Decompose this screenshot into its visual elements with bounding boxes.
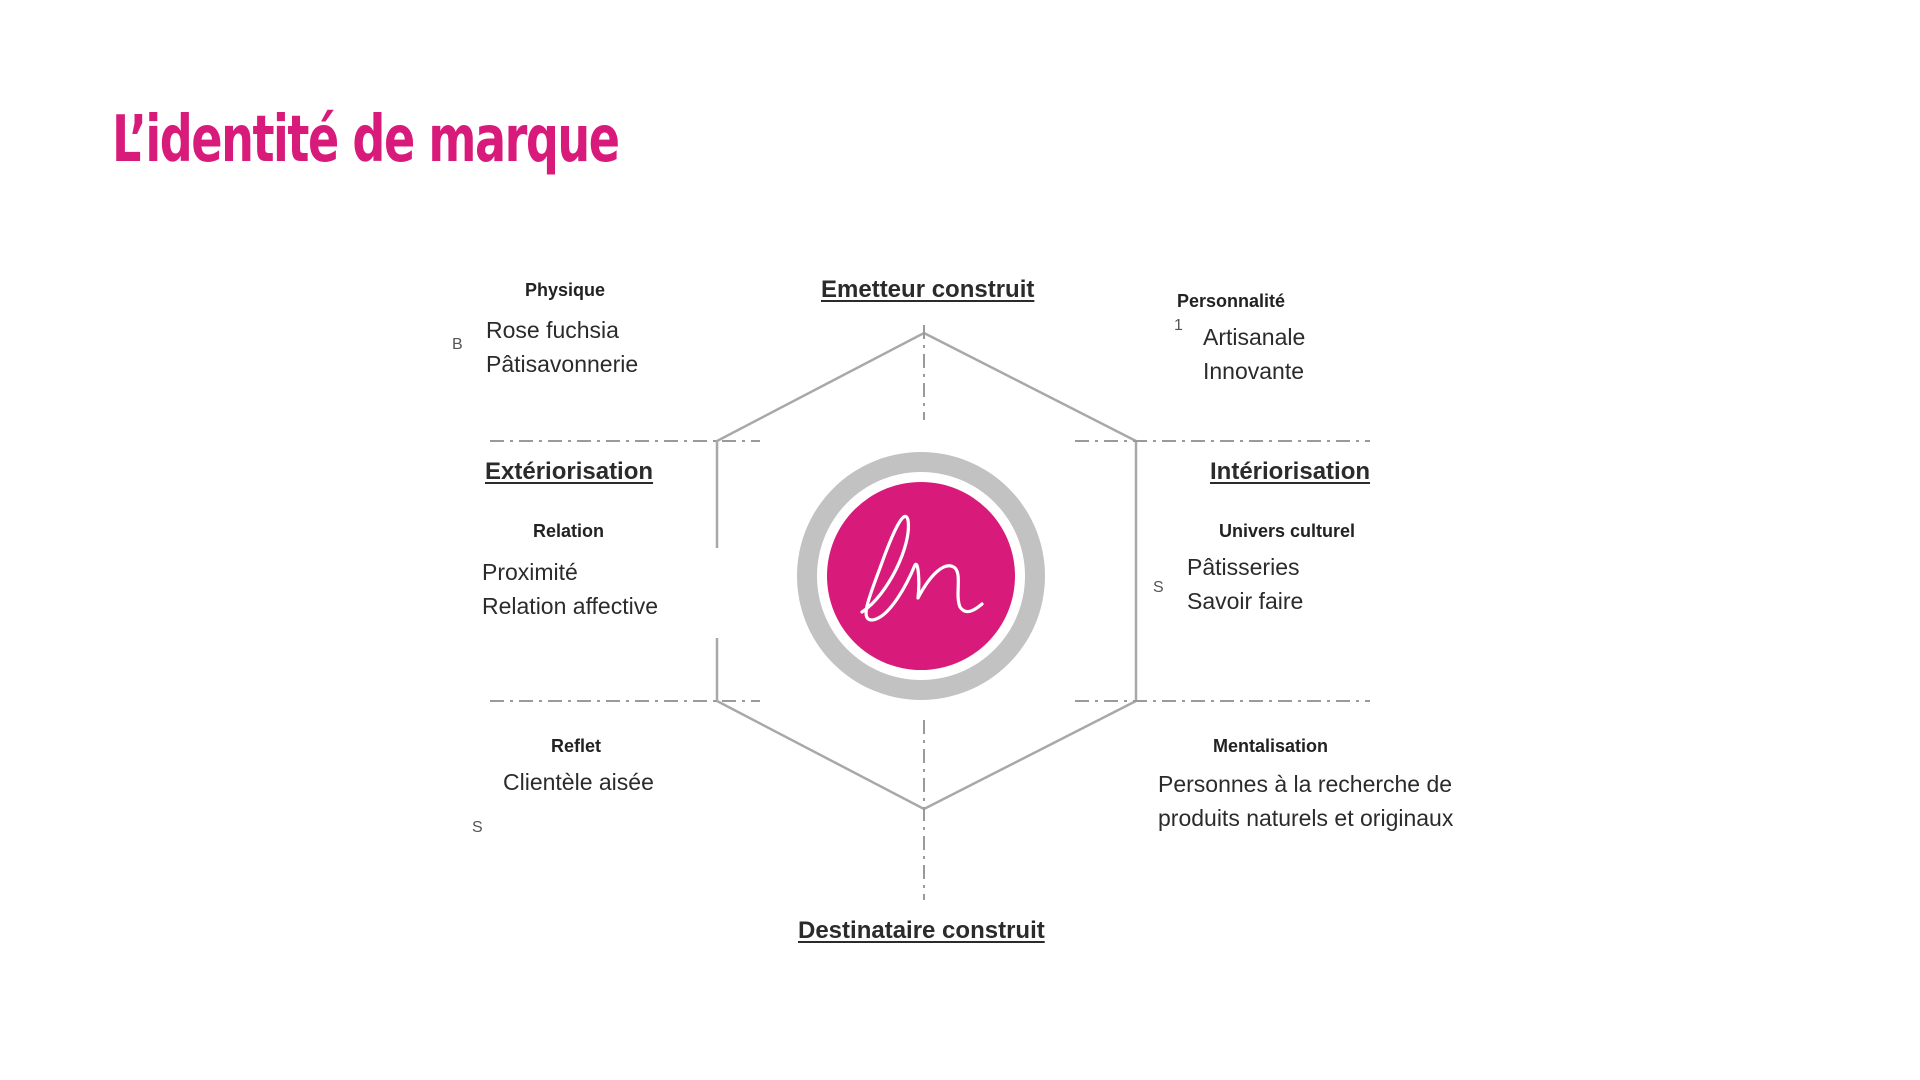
- facet-value-mentalisation-2: produits naturels et originaux: [1158, 805, 1454, 831]
- axis-label-bottom: Destinataire construit: [798, 917, 1045, 944]
- facet-title-personnalite: Personnalité: [1177, 291, 1286, 311]
- facet-mark-physique: B: [452, 336, 463, 353]
- facet-value-physique-1: Rose fuchsia: [486, 317, 619, 343]
- facet-value-reflet-1: Clientèle aisée: [503, 769, 654, 795]
- facet-mark-personnalite: 1: [1174, 317, 1183, 334]
- facet-value-personnalite-2: Innovante: [1203, 358, 1305, 384]
- facet-title-physique: Physique: [525, 280, 606, 300]
- facet-value-univers-culturel-2: Savoir faire: [1187, 588, 1304, 614]
- facet-mark-reflet: S: [472, 819, 483, 836]
- facet-title-univers-culturel: Univers culturel: [1219, 521, 1356, 541]
- signature-m-logo: [797, 452, 1045, 700]
- facet-value-personnalite-1: Artisanale: [1203, 324, 1306, 350]
- facet-title-reflet: Reflet: [551, 736, 602, 756]
- facet-value-relation-1: Proximité: [482, 559, 578, 585]
- facet-value-mentalisation-1: Personnes à la recherche de: [1158, 771, 1453, 797]
- axis-label-top: Emetteur construit: [821, 276, 1035, 303]
- page-title: L’identité de marque: [112, 103, 620, 177]
- facet-value-physique-2: Pâtisavonnerie: [486, 351, 639, 377]
- facet-title-mentalisation: Mentalisation: [1213, 736, 1329, 756]
- facet-title-relation: Relation: [533, 521, 605, 541]
- axis-label-left: Extériorisation: [485, 458, 654, 485]
- hexagon-gap-mask: [712, 548, 724, 638]
- facet-value-univers-culturel-1: Pâtisseries: [1187, 554, 1300, 580]
- facet-mark-univers-culturel: S: [1153, 579, 1164, 596]
- axis-label-right: Intériorisation: [1210, 458, 1371, 485]
- facet-value-relation-2: Relation affective: [482, 593, 659, 619]
